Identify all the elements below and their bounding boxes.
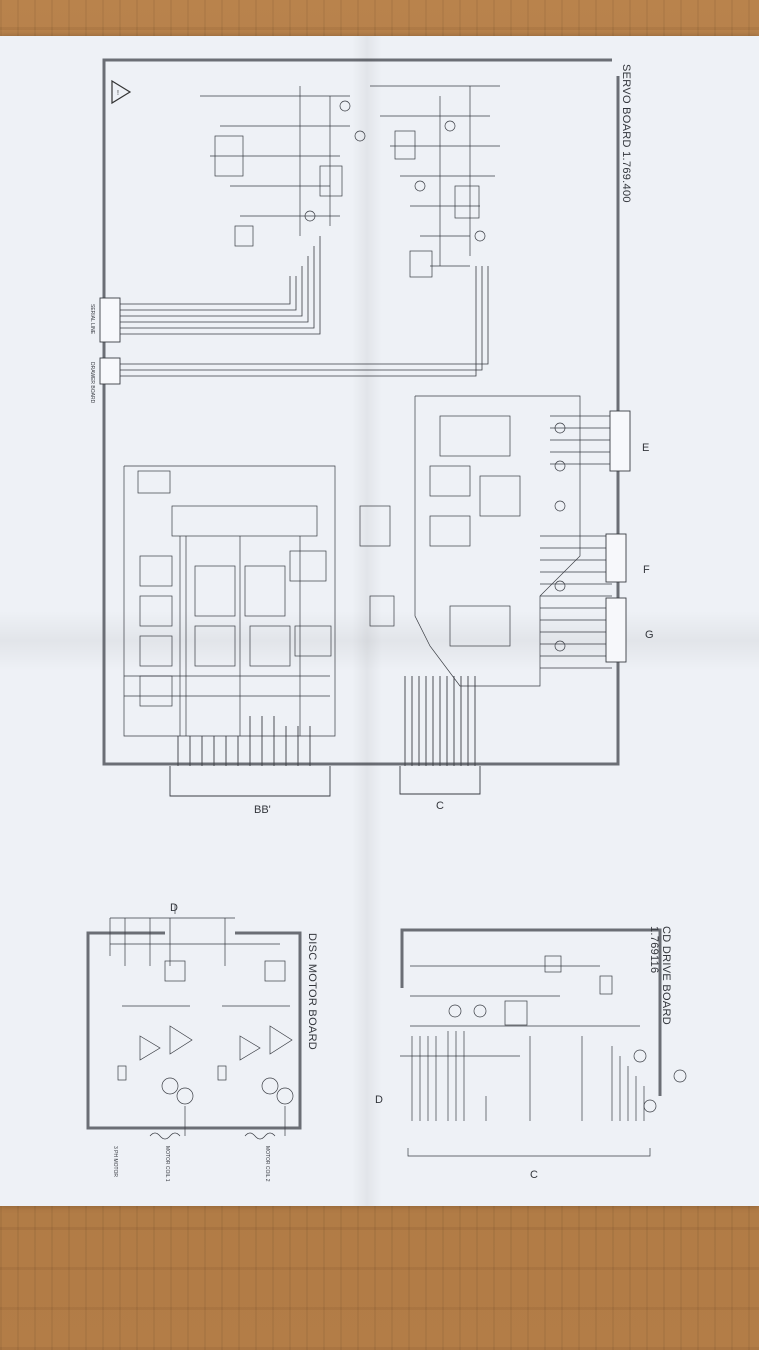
connector-c-drive-label: C — [530, 1169, 538, 1181]
serial-line-connector — [99, 297, 121, 385]
connector-bb-label: BB' — [254, 804, 271, 816]
cd-drive-board-number: 1.769116 — [648, 926, 660, 974]
cd-drive-circuitry — [400, 955, 687, 1157]
connector-f-label: F — [643, 564, 650, 576]
disc-motor-circuitry — [109, 904, 294, 1140]
servo-board-frame — [102, 58, 620, 766]
motor-coil-2-label: MOTOR COIL 2 — [264, 1146, 270, 1182]
connector-c-servo-label: C — [436, 800, 444, 812]
disc-motor-board-title: DISC MOTOR BOARD — [306, 933, 318, 1051]
connector-e-block — [609, 410, 631, 472]
servo-upper-circuitry — [200, 85, 500, 278]
connector-d-motor-label: D — [170, 902, 178, 914]
servo-bus-lines — [116, 236, 489, 377]
connector-f-block — [605, 533, 627, 583]
svg-text:!: ! — [117, 90, 119, 97]
connector-bb-pins — [169, 716, 331, 797]
three-phase-motor-label: 3 PH MOTOR — [112, 1146, 118, 1178]
connector-c-pins — [399, 676, 481, 795]
warning-triangle-icon: ! — [111, 79, 132, 105]
motor-coil-1-label: MOTOR COIL 1 — [164, 1146, 170, 1182]
connector-g-block — [605, 597, 627, 663]
servo-middle-ics — [123, 465, 336, 737]
servo-board-title: SERVO BOARD 1.769.400 — [620, 64, 632, 203]
cd-drive-board-title: CD DRIVE BOARD — [660, 926, 672, 1025]
schematic-drawing: ! — [86, 58, 687, 1157]
drawer-board-label: DRAWER BOARD — [89, 362, 95, 404]
schematic-sheet: ! — [0, 36, 759, 1206]
connector-d-drive-label: D — [375, 1094, 383, 1106]
connector-e-label: E — [642, 442, 650, 454]
cd-drive-frame — [400, 928, 662, 1096]
connector-g-label: G — [645, 629, 654, 641]
disc-motor-frame — [86, 931, 302, 1130]
servo-right-ics — [359, 395, 612, 687]
serial-line-label: SERIAL LINE — [89, 304, 95, 335]
